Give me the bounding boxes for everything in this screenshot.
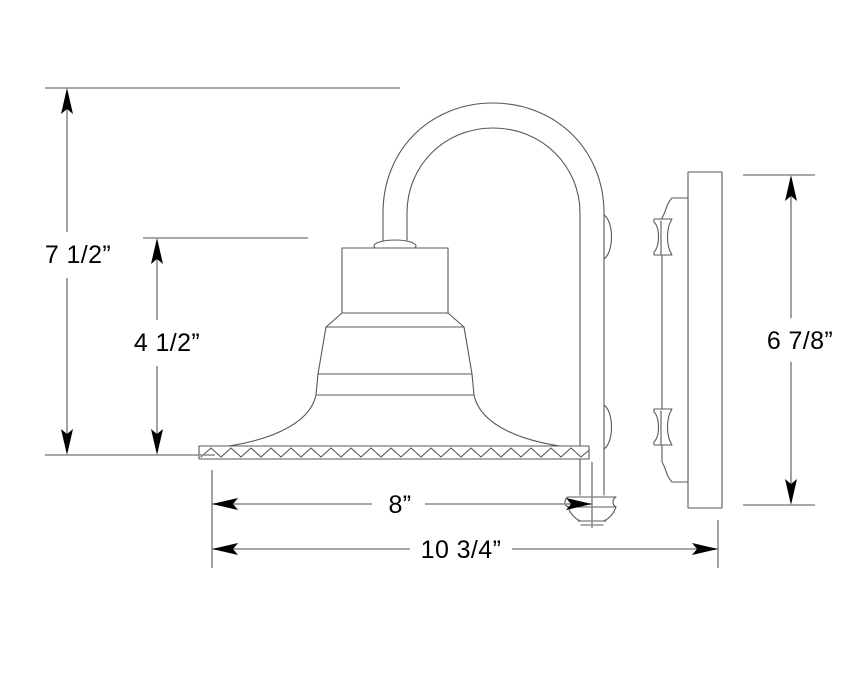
- dimension-shade-height: 4 1/2”: [134, 237, 308, 455]
- arrow-left: [212, 543, 238, 555]
- dimension-backplate-height: 6 7/8”: [743, 174, 833, 506]
- scalloped-shade-rim: [198, 445, 590, 460]
- arrow-up: [151, 238, 163, 264]
- arrow-down: [151, 429, 163, 455]
- dimension-label-shade-width: 8”: [388, 491, 411, 519]
- dimension-shade-width: 8”: [211, 462, 593, 568]
- arrow-down: [61, 429, 73, 455]
- arrow-up: [785, 175, 797, 201]
- arrow-left: [212, 498, 238, 510]
- dimension-overall-depth: 10 3/4”: [212, 520, 719, 568]
- dimension-label-overall-height: 7 1/2”: [45, 241, 111, 269]
- dimension-overall-height: 7 1/2”: [45, 87, 400, 456]
- dimension-label-shade-height: 4 1/2”: [134, 329, 200, 357]
- lower-standoff: [653, 408, 673, 446]
- lamp-shade: [201, 247, 587, 450]
- arrow-up: [61, 88, 73, 114]
- dimension-label-backplate-height: 6 7/8”: [767, 327, 833, 355]
- wall-mount-backplate: [687, 171, 723, 509]
- arrow-right: [566, 498, 592, 510]
- arrow-right: [692, 543, 718, 555]
- upper-standoff: [653, 218, 673, 256]
- gooseneck-arm: [373, 102, 613, 496]
- arrow-down: [785, 479, 797, 505]
- dimension-label-overall-depth: 10 3/4”: [421, 536, 502, 564]
- wall-mount-assembly: [653, 171, 723, 509]
- fixture-drawing: [198, 102, 723, 526]
